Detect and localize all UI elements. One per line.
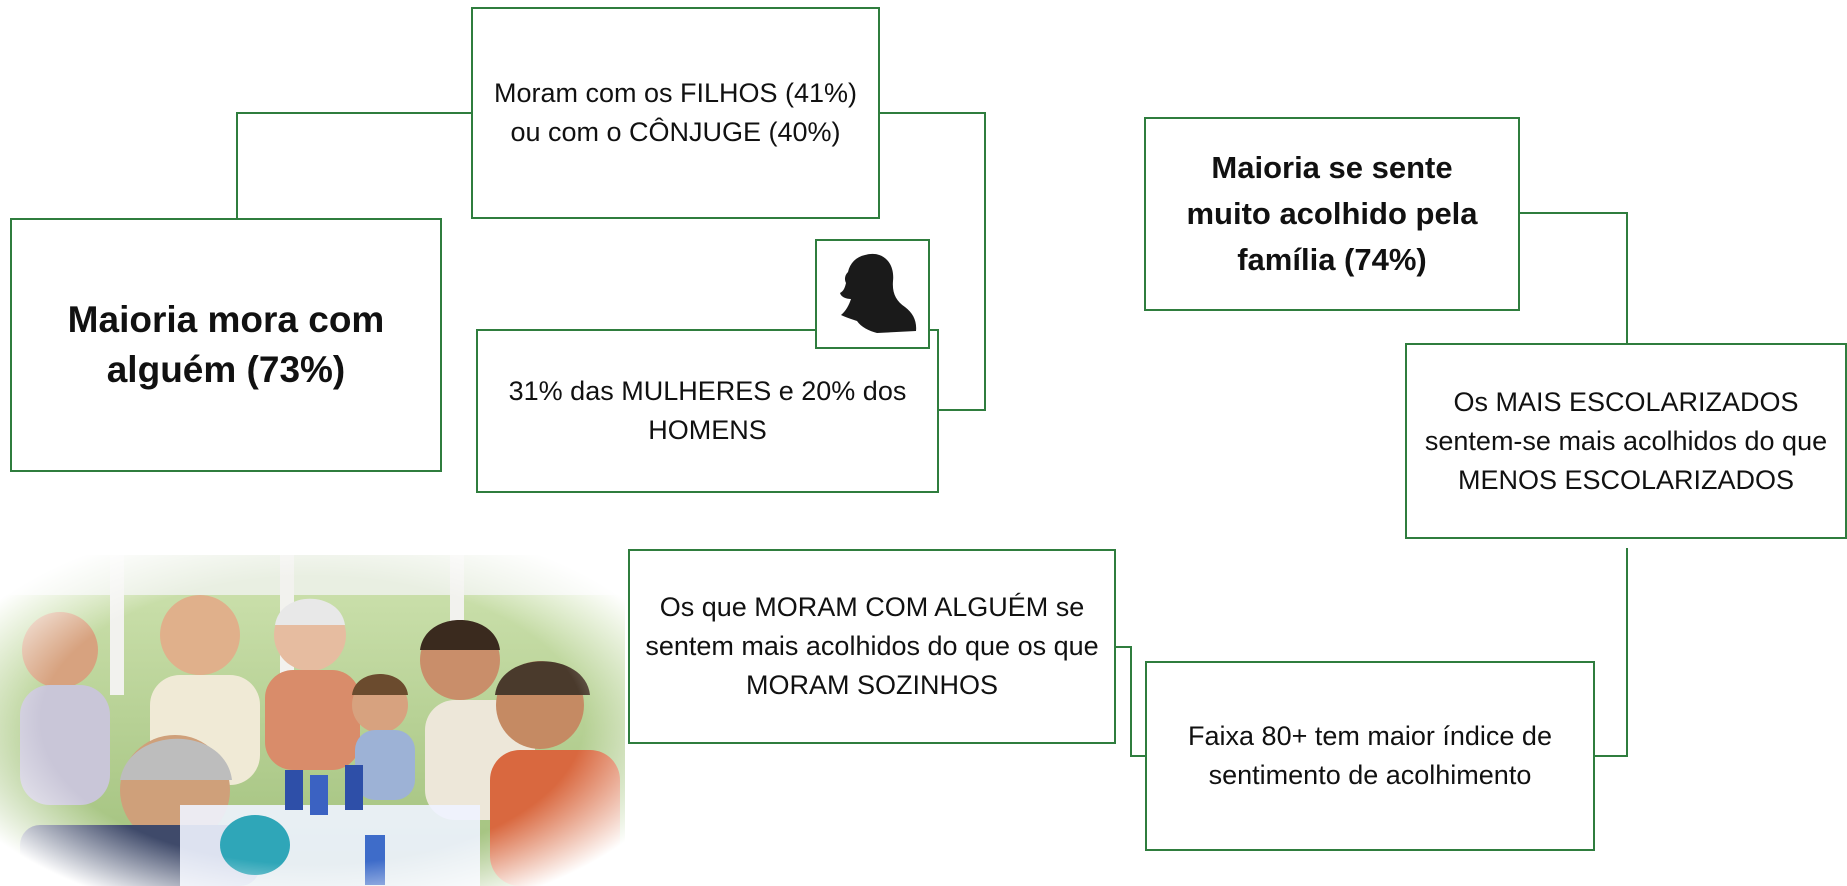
main-lives-with-someone-box: Maioria mora com alguém (73%) <box>10 218 442 472</box>
more-schooled-text: Os MAIS ESCOLARIZADOS sentem-se mais aco… <box>1424 386 1828 495</box>
children-spouse-text: Moram com os FILHOS (41%) ou com o CÔNJU… <box>493 78 858 147</box>
connector-live-to-age <box>1116 646 1145 757</box>
women-men-text: 31% das MULHERES e 20% dos HOMENS <box>508 376 907 445</box>
age-80-text: Faixa 80+ tem maior índice de sentimento… <box>1188 721 1552 790</box>
woman-silhouette-icon <box>815 239 930 349</box>
connector-main-to-schooled <box>1519 212 1628 343</box>
main-welcomed-by-family-text: Maioria se sente muito acolhido pela fam… <box>1186 150 1478 277</box>
women-men-box: 31% das MULHERES e 20% dos HOMENS <box>476 329 939 493</box>
main-welcomed-by-family-box: Maioria se sente muito acolhido pela fam… <box>1144 117 1520 311</box>
family-dinner-photo <box>0 555 625 886</box>
connector-children-to-women <box>879 112 986 411</box>
live-with-someone-text: Os que MORAM COM ALGUÉM se sentem mais a… <box>645 592 1099 700</box>
children-spouse-box: Moram com os FILHOS (41%) ou com o CÔNJU… <box>471 7 880 219</box>
more-schooled-box: Os MAIS ESCOLARIZADOS sentem-se mais aco… <box>1405 343 1847 539</box>
main-lives-with-someone-text: Maioria mora com alguém (73%) <box>67 299 385 390</box>
age-80-box: Faixa 80+ tem maior índice de sentimento… <box>1145 661 1595 851</box>
connector-main-to-children <box>236 112 471 218</box>
connector-schooled-to-age <box>1594 548 1628 757</box>
live-with-someone-box: Os que MORAM COM ALGUÉM se sentem mais a… <box>628 549 1116 744</box>
